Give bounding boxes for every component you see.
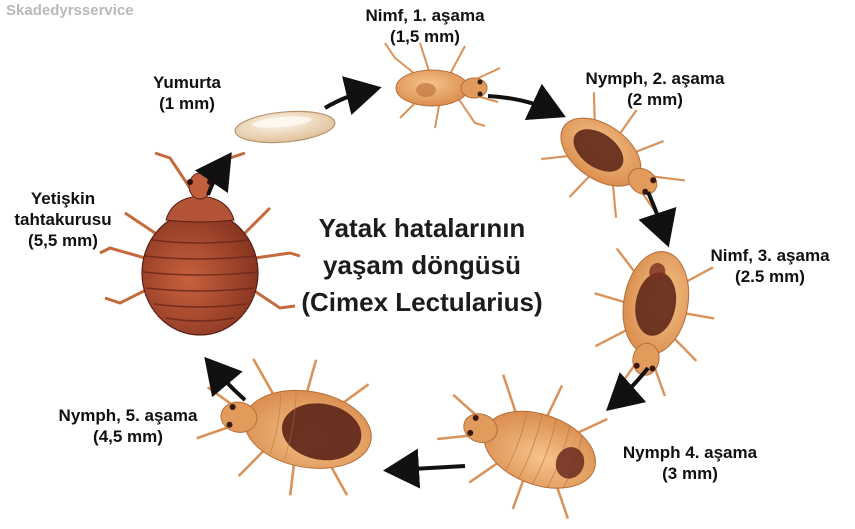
label-nymph-1: Nimf, 1. aşama (1,5 mm) [340, 5, 510, 47]
label-adult-name-line-1: Yetişkin [4, 188, 122, 209]
nymph-stage-5-illustration [190, 342, 383, 508]
label-nymph-4-size: (3 mm) [600, 463, 780, 484]
label-nymph-2-name: Nymph, 2. aşama [565, 68, 745, 89]
label-adult: Yetişkin tahtakurusu (5,5 mm) [4, 188, 122, 251]
label-nymph-1-size: (1,5 mm) [340, 26, 510, 47]
label-nymph-2: Nymph, 2. aşama (2 mm) [565, 68, 745, 110]
nymph-stage-1-illustration [385, 43, 500, 128]
label-adult-size: (5,5 mm) [4, 230, 122, 251]
arrow-adult-to-egg [208, 162, 225, 195]
arrow-nymph1-to-nymph2 [488, 96, 555, 112]
label-egg: Yumurta (1 mm) [132, 72, 242, 114]
label-nymph-1-name: Nimf, 1. aşama [340, 5, 510, 26]
title-line-1: Yatak hatalarının [272, 210, 572, 247]
label-egg-size: (1 mm) [132, 93, 242, 114]
label-egg-name: Yumurta [132, 72, 242, 93]
adult-bedbug-illustration [100, 153, 300, 335]
label-nymph-2-size: (2 mm) [565, 89, 745, 110]
label-nymph-5: Nymph, 5. aşama (4,5 mm) [38, 405, 218, 447]
label-nymph-5-name: Nymph, 5. aşama [38, 405, 218, 426]
diagram-title: Yatak hatalarının yaşam döngüsü (Cimex L… [272, 210, 572, 321]
nymph-stage-4-illustration [423, 352, 617, 529]
arrow-nymph2-to-nymph3 [648, 192, 665, 236]
label-nymph-4: Nymph 4. aşama (3 mm) [600, 442, 780, 484]
label-nymph-5-size: (4,5 mm) [38, 426, 218, 447]
label-nymph-3-size: (2.5 mm) [690, 266, 850, 287]
label-nymph-4-name: Nymph 4. aşama [600, 442, 780, 463]
arrow-nymph4-to-nymph5 [395, 466, 465, 470]
label-nymph-3: Nimf, 3. aşama (2.5 mm) [690, 245, 850, 287]
title-line-3: (Cimex Lectularius) [272, 284, 572, 321]
label-adult-name-line-2: tahtakurusu [4, 209, 122, 230]
label-nymph-3-name: Nimf, 3. aşama [690, 245, 850, 266]
title-line-2: yaşam döngüsü [272, 247, 572, 284]
egg-illustration [234, 108, 336, 147]
arrow-egg-to-nymph1 [325, 90, 370, 108]
